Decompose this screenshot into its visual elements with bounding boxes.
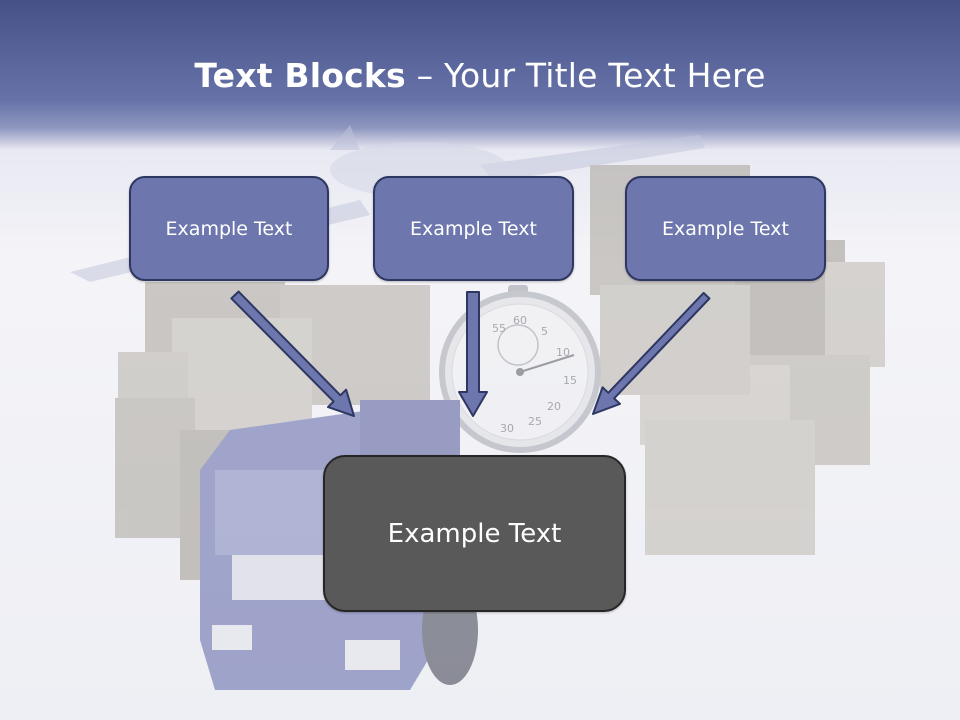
connector-arrows [230,290,711,417]
dial-label: 60 [513,314,527,327]
text-block-left[interactable]: Example Text [129,176,329,281]
title-rest: Your Title Text Here [443,56,766,95]
dial-label: 55 [492,322,506,335]
text-block-label: Example Text [165,217,293,240]
title-bold: Text Blocks [194,56,406,95]
title-separator: – [405,56,444,95]
dial-label: 20 [547,400,561,413]
dial-label: 5 [541,325,548,338]
stopwatch-image: 55 60 5 10 15 20 25 30 [439,285,601,453]
text-block-middle[interactable]: Example Text [373,176,574,281]
text-block-label: Example Text [662,217,789,240]
slide-title: Text Blocks – Your Title Text Here [0,56,960,95]
text-block-label: Example Text [410,217,537,240]
arrow-left-to-center [230,290,355,417]
center-block-label: Example Text [387,518,562,549]
arrow-right-to-center [592,291,711,415]
text-block-center[interactable]: Example Text [323,455,626,612]
dial-label: 10 [556,346,570,359]
dial-label: 25 [528,415,542,428]
arrow-middle-to-center [458,291,488,417]
text-block-right[interactable]: Example Text [625,176,826,281]
dial-label: 30 [500,422,514,435]
dial-label: 15 [563,374,577,387]
